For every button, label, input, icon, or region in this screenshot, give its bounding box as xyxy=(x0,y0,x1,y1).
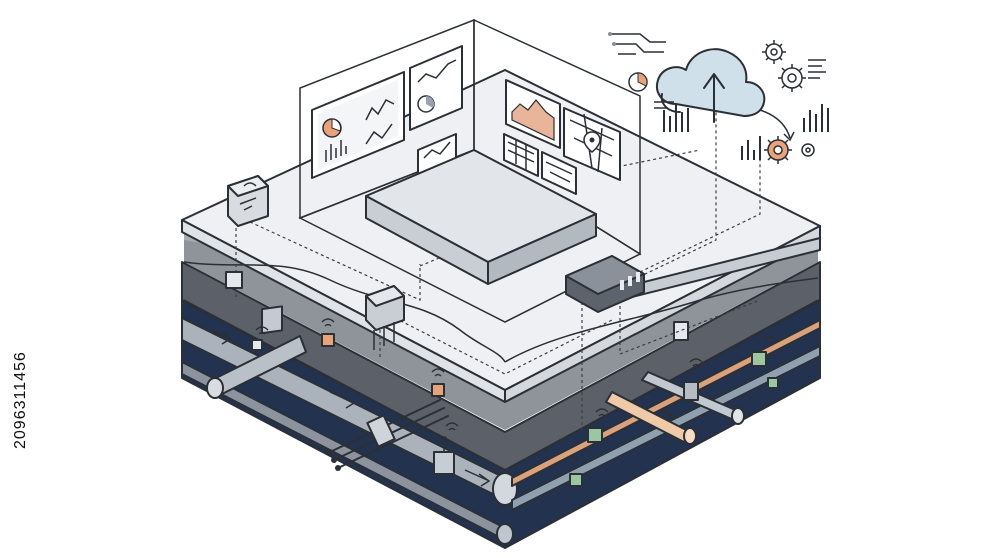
bar-chart-icon xyxy=(741,136,761,160)
sensor-icon xyxy=(569,473,583,487)
main-pipe-left xyxy=(181,305,518,545)
wifi-signal-icon xyxy=(565,456,579,465)
flow-arrow-icon xyxy=(329,391,356,409)
wifi-signal-icon xyxy=(445,422,459,431)
gear-icon xyxy=(801,143,815,157)
control-desk xyxy=(365,149,597,285)
wifi-signal-icon xyxy=(243,182,257,187)
monitor-icon xyxy=(311,71,405,179)
cloud-analytics xyxy=(608,32,829,164)
sensor-icon xyxy=(767,377,779,389)
monitor-icon xyxy=(503,133,539,177)
soil-layer-light xyxy=(184,226,818,430)
wifi-signal-icon xyxy=(321,318,335,327)
pie-chart-icon xyxy=(628,72,648,92)
pipe-valve-icon xyxy=(365,285,405,350)
monitor-icon xyxy=(541,151,577,195)
surface-devices xyxy=(225,175,645,350)
bar-chart-icon xyxy=(663,104,689,132)
gear-icon xyxy=(762,40,786,64)
sensor-icon xyxy=(587,427,603,443)
cable-bundle xyxy=(327,399,449,471)
cloud-upload-icon xyxy=(656,48,766,123)
monitor-icon xyxy=(563,107,621,181)
flow-arrow-icon xyxy=(464,469,491,487)
flow-arrow-icon xyxy=(209,329,232,345)
gear-icon xyxy=(764,136,792,164)
pipe-valve-icon xyxy=(433,436,455,475)
map-pin-icon xyxy=(583,131,601,153)
sensor-icon xyxy=(225,271,243,289)
bar-chart-icon xyxy=(803,104,829,132)
monitor-icon xyxy=(505,79,561,149)
utility-lines-right xyxy=(511,319,821,511)
wifi-signal-icon xyxy=(689,358,703,367)
monitor-icon xyxy=(409,45,463,131)
sensor-icon xyxy=(227,175,269,227)
flow-arrow-icon xyxy=(659,409,675,422)
sensor-icon xyxy=(431,383,445,397)
sensor-icon xyxy=(321,333,335,347)
wifi-signal-icon xyxy=(595,408,609,417)
gear-icon xyxy=(778,64,806,92)
data-links xyxy=(235,98,761,430)
sensor-icon xyxy=(673,321,689,341)
wifi-signal-icon xyxy=(763,336,777,345)
bar-chart-icon xyxy=(325,140,347,162)
control-room xyxy=(298,18,642,323)
gateway-box xyxy=(565,255,645,313)
sensor-icon xyxy=(751,351,767,367)
wifi-signal-icon xyxy=(255,326,269,335)
wifi-signal-icon xyxy=(431,368,445,377)
sensor-icon xyxy=(251,339,263,351)
